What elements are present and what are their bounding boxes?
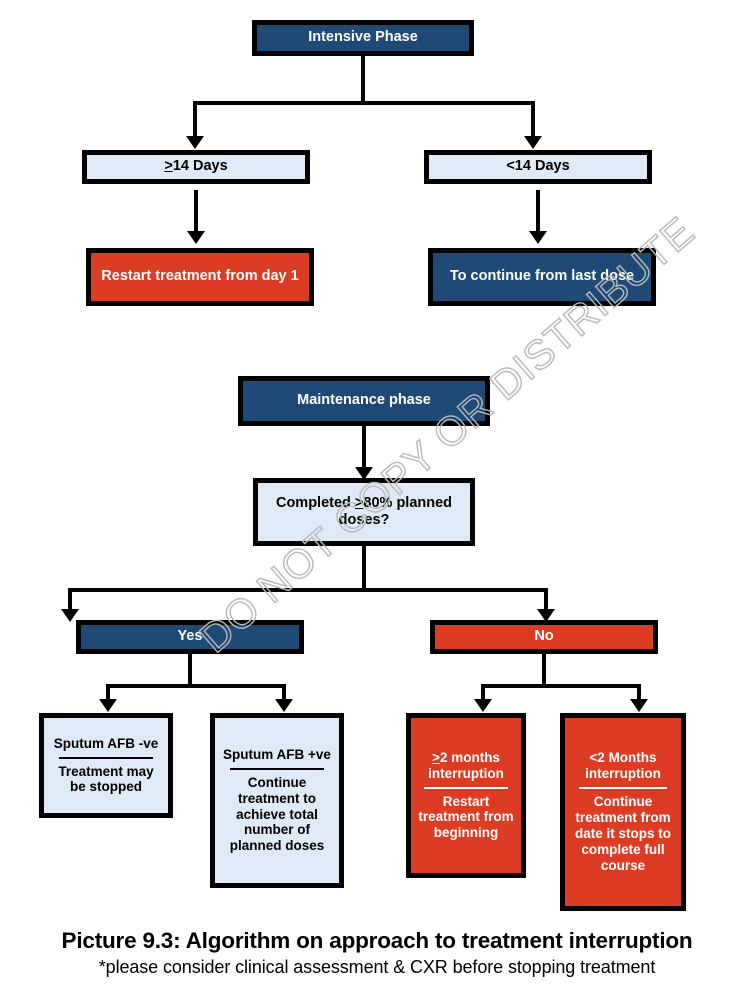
node-gt-2-months-heading: >2 months interruption (411, 750, 521, 782)
node-restart-from-day-1[interactable]: Restart treatment from day 1 (86, 248, 314, 306)
node-sputum-afb-negative[interactable]: Sputum AFB -ve Treatment may be stopped (39, 713, 173, 818)
arrow-to-continue-last-dose (529, 231, 547, 244)
node-maintenance-phase[interactable]: Maintenance phase (238, 376, 490, 426)
arrow-to-completed-question (355, 467, 373, 480)
connector-ge14-to-restart (194, 190, 198, 234)
node-continue-from-last-dose-label: To continue from last dose (449, 268, 635, 285)
node-lt-2-months-interruption[interactable]: <2 Months interruption Continue treatmen… (560, 713, 686, 911)
node-no-label: No (534, 628, 554, 645)
completed-prefix: Completed (275, 494, 355, 511)
node-sputum-afb-negative-heading: Sputum AFB -ve (53, 735, 159, 751)
ge-symbol-80: > (354, 494, 364, 511)
arrow-to-sputum-positive (275, 699, 293, 712)
connector-no-right-drop (637, 684, 641, 702)
connector-no-left-drop (481, 684, 485, 702)
connector-question-trunk (362, 546, 366, 592)
node-intensive-phase-label: Intensive Phase (308, 29, 418, 46)
node-lt-14-days-label: <14 Days (506, 158, 570, 175)
node-gt-2-months-interruption[interactable]: >2 months interruption Restart treatment… (406, 713, 526, 878)
ge-symbol-2months: > (432, 749, 440, 765)
connector-intensive-split (193, 101, 535, 105)
connector-intensive-trunk (361, 56, 365, 103)
arrow-to-gt2months (474, 699, 492, 712)
connector-yes-left-drop (106, 684, 110, 702)
connector-maintenance-to-question (362, 426, 366, 470)
node-ge-14-days-label: >14 Days (87, 158, 305, 175)
connector-no-split (481, 684, 641, 688)
connector-no-trunk (542, 654, 546, 688)
node-divider (578, 787, 668, 790)
node-maintenance-phase-label: Maintenance phase (297, 392, 431, 409)
node-no[interactable]: No (430, 620, 658, 654)
node-ge-14-days[interactable]: >14 Days (82, 150, 310, 184)
caption: Picture 9.3: Algorithm on approach to tr… (0, 928, 754, 978)
node-lt-14-days[interactable]: <14 Days (424, 150, 652, 184)
connector-yes-right-drop (282, 684, 286, 702)
node-yes-label: Yes (177, 628, 203, 645)
node-yes[interactable]: Yes (76, 620, 304, 654)
node-restart-from-day-1-label: Restart treatment from day 1 (101, 268, 299, 285)
caption-title: Picture 9.3: Algorithm on approach to tr… (61, 928, 693, 953)
connector-intensive-right-drop (531, 101, 535, 139)
node-lt-2-months-heading: <2 Months interruption (585, 750, 661, 782)
node-sputum-afb-positive-heading: Sputum AFB +ve (223, 746, 331, 762)
ge-symbol: > (164, 158, 173, 175)
node-gt-2-months-body: Restart treatment from beginning (418, 793, 514, 841)
connector-yes-drop (68, 588, 72, 612)
node-divider (229, 767, 325, 770)
connector-no-drop (544, 588, 548, 612)
completed-rest: 80% planned doses? (338, 494, 453, 528)
node-completed-80-percent-question[interactable]: Completed >80% planned doses? (253, 478, 475, 546)
arrow-to-no (537, 609, 555, 622)
node-sputum-afb-positive-body: Continue treatment to achieve total numb… (229, 774, 325, 854)
arrow-to-sputum-negative (99, 699, 117, 712)
node-divider (424, 786, 508, 789)
connector-question-split (68, 588, 548, 592)
arrow-to-restart-day1 (187, 231, 205, 244)
ge-14-days-rest: 14 Days (172, 158, 228, 175)
connector-lt14-to-continue (536, 190, 540, 234)
node-divider (58, 756, 154, 759)
connector-intensive-left-drop (193, 101, 197, 139)
caption-subtitle: *please consider clinical assessment & C… (98, 957, 656, 977)
connector-yes-split (106, 684, 286, 688)
arrow-to-lt2months (630, 699, 648, 712)
node-intensive-phase[interactable]: Intensive Phase (252, 20, 474, 56)
node-completed-80-percent-label: Completed >80% planned doses? (258, 495, 470, 529)
arrow-to-yes (61, 609, 79, 622)
arrow-to-lt14days (524, 136, 542, 149)
node-sputum-afb-negative-body: Treatment may be stopped (58, 763, 154, 795)
node-lt-2-months-body: Continue treatment from date it stops to… (574, 794, 671, 873)
node-continue-from-last-dose[interactable]: To continue from last dose (428, 248, 656, 306)
arrow-to-ge14days (186, 136, 204, 149)
node-sputum-afb-positive[interactable]: Sputum AFB +ve Continue treatment to ach… (210, 713, 344, 888)
gt-2-months-rest: 2 months interruption (428, 749, 504, 781)
connector-yes-trunk (188, 654, 192, 688)
